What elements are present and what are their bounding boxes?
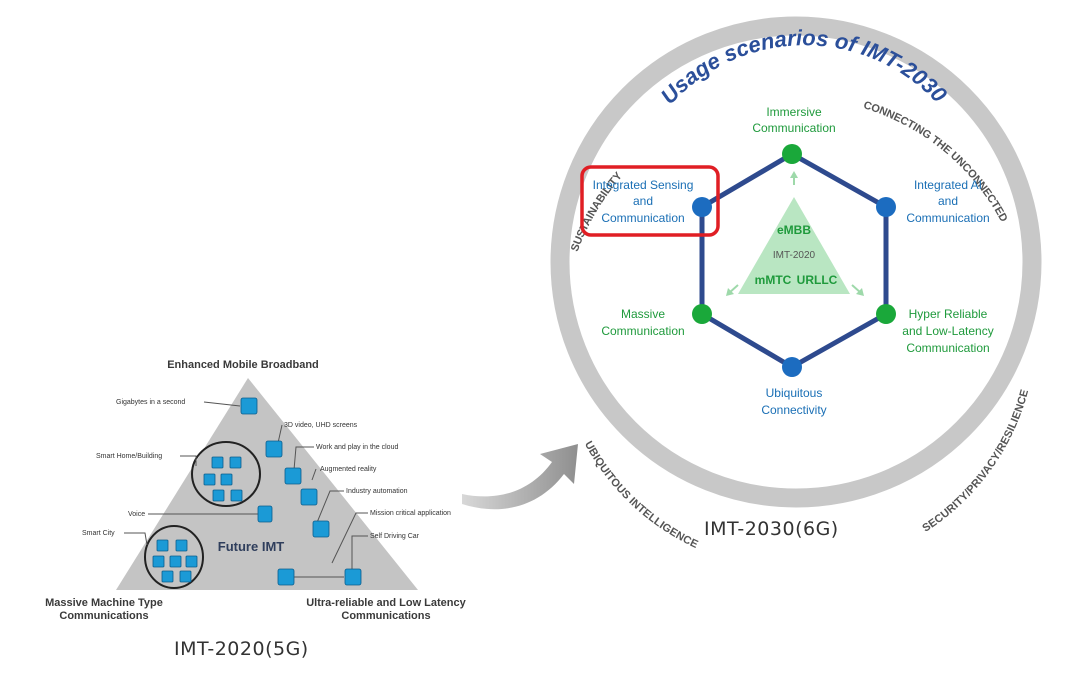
imt2020-pyramid [116, 378, 418, 590]
car-icon [344, 568, 362, 586]
triangle-embb: eMBB [777, 223, 811, 237]
outer-ring [550, 16, 1042, 508]
triangle-imt2020: IMT-2020 [773, 250, 816, 261]
node-sensing [692, 197, 712, 217]
label-ubiquitous-2: Connectivity [761, 403, 826, 417]
label-hrllc-1: Hyper Reliable [909, 307, 988, 321]
monitor-icon [265, 440, 283, 458]
triangle-arrows [726, 171, 864, 296]
home-tv-icon [211, 456, 224, 469]
phone-icon [257, 505, 273, 523]
label-ai-3: Communication [906, 211, 989, 225]
label-massive-1: Massive [621, 307, 665, 321]
city-light-icon [179, 570, 192, 583]
label-massive-2: Communication [601, 324, 684, 338]
label-ubiquitous-1: Ubiquitous [766, 386, 823, 400]
transition-arrow [462, 444, 578, 510]
label-ai-1: Integrated AI [914, 178, 982, 192]
imt2020-triangle [738, 197, 850, 294]
home-fridge-icon [229, 456, 242, 469]
city-sensor-icon [156, 539, 169, 552]
smart-city-cluster [144, 525, 204, 589]
annotation-industry: Industry automation [346, 488, 408, 495]
node-hrllc [876, 304, 896, 324]
cloud-icon [284, 467, 302, 485]
annotation-leaders [124, 401, 368, 578]
node-ai [876, 197, 896, 217]
city-home-icon [169, 555, 182, 568]
annotation-selfdriving: Self Driving Car [370, 533, 420, 540]
ar-headset-icon [300, 488, 318, 506]
home-house-icon [203, 473, 216, 486]
annotation-ar: Augmented reality [320, 466, 377, 473]
annotation-smartcity: Smart City [82, 530, 115, 537]
imt2020-top-label: Enhanced Mobile Broadband [167, 359, 319, 371]
annotation-video: 3D video, UHD screens [284, 422, 358, 429]
imt2020-left-label-2: Communications [59, 610, 148, 622]
imt2020-caption: IMT-2020(5G) [174, 638, 309, 660]
home-laptop-icon [212, 489, 225, 502]
city-tree-icon [185, 555, 198, 568]
storage-icon [240, 397, 258, 415]
imt2020-icons [152, 397, 362, 586]
city-bin-icon [161, 570, 174, 583]
triangle-mmtc: mMTC [755, 273, 792, 287]
annotation-smarthome: Smart Home/Building [96, 453, 162, 460]
imt2020-left-label-1: Massive Machine Type [45, 597, 163, 609]
label-hrllc-3: Communication [906, 341, 989, 355]
home-camera-icon [230, 489, 243, 502]
annotation-cloud: Work and play in the cloud [316, 444, 398, 451]
imt2020-right-label-2: Communications [341, 610, 430, 622]
imt2020-center-label: Future IMT [218, 539, 284, 554]
highlight-box [580, 165, 720, 237]
home-door-icon [220, 473, 233, 486]
label-sensing-1: Integrated Sensing [593, 178, 694, 192]
ring-label-intelligence: UBIQUITOUS INTELLIGENCE [582, 439, 700, 551]
annotation-gigabytes: Gigabytes in a second [116, 399, 185, 406]
imt2030-caption: IMT-2030(6G) [704, 518, 839, 540]
node-immersive [782, 144, 802, 164]
label-immersive-2: Communication [752, 121, 835, 135]
label-hrllc-2: and Low-Latency [902, 324, 993, 338]
smart-home-cluster [191, 441, 261, 507]
city-meter-icon [152, 555, 165, 568]
label-sensing-2: and [633, 194, 653, 208]
imt2030-diagram: SUSTAINABILITY CONNECTING THE UNCONNECTE… [550, 16, 1042, 551]
imt2020-diagram: Enhanced Mobile Broadband Massive Machin… [45, 359, 467, 622]
imt2020-right-label-1: Ultra-reliable and Low Latency [306, 597, 466, 609]
robot-arm-icon [312, 520, 330, 538]
triangle-urllc: URLLC [797, 273, 838, 287]
label-ai-2: and [938, 194, 958, 208]
mission-critical-icon [277, 568, 295, 586]
node-ubiquitous [782, 357, 802, 377]
node-massive [692, 304, 712, 324]
label-immersive-1: Immersive [766, 105, 822, 119]
city-wind-icon [175, 539, 188, 552]
label-sensing-3: Communication [601, 211, 684, 225]
annotation-mission: Mission critical application [370, 510, 451, 517]
annotation-voice: Voice [128, 511, 145, 518]
